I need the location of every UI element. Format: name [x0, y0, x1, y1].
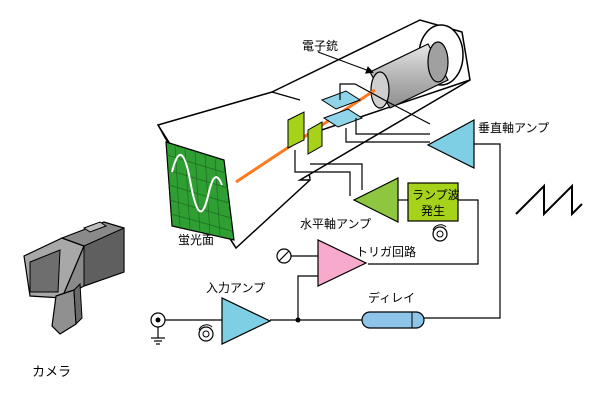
horizontal-amp: [352, 177, 399, 223]
label-camera: カメラ: [32, 365, 71, 380]
crt-screen: [165, 141, 235, 241]
vertical-amp: [426, 118, 475, 169]
h-plate-right: [307, 121, 323, 155]
label-screen: 蛍光面: [178, 233, 214, 247]
h-plate-left: [287, 111, 305, 149]
camera-icon: [23, 221, 125, 335]
trigger-circuit: [317, 239, 368, 287]
screen-trace: [171, 154, 223, 213]
crt-neck-top: [271, 91, 301, 101]
label-ramp-gen-1: ランプ波: [412, 188, 460, 202]
input-amp: [221, 297, 272, 345]
trigger-level-knob-icon: [276, 248, 292, 264]
label-ramp-gen-2: 発生: [421, 204, 445, 218]
electron-gun-pointer: [317, 51, 374, 74]
gun-end: [427, 41, 449, 83]
ground-icon: [151, 327, 165, 345]
v-plate-top: [320, 90, 362, 110]
label-delay: ディレイ: [368, 290, 415, 305]
ramp-generator: [407, 182, 459, 222]
sawtooth-wave-icon: [515, 183, 583, 217]
adjust-knob-icon: [198, 324, 214, 342]
wiring: [165, 83, 501, 321]
vertical-plates: [320, 90, 364, 128]
electron-gun: [369, 41, 449, 109]
label-horizontal-amp: 水平軸アンプ: [300, 217, 371, 231]
label-input-amp: 入力アンプ: [206, 281, 265, 295]
v-plate-bottom: [322, 108, 364, 128]
adjust-knob-icon: [432, 224, 448, 242]
junction-dot: [295, 317, 301, 323]
label-electron-gun: 電子銃: [302, 38, 338, 53]
horizontal-plates: [287, 111, 323, 155]
bnc-connector-icon: [150, 312, 166, 328]
electron-beam: [235, 88, 376, 184]
gun-front: [370, 71, 390, 109]
delay-line: [361, 311, 425, 329]
screen-face: [165, 141, 235, 241]
label-trigger: トリガ回路: [356, 244, 416, 259]
label-vertical-amp: 垂直軸アンプ: [478, 121, 549, 135]
